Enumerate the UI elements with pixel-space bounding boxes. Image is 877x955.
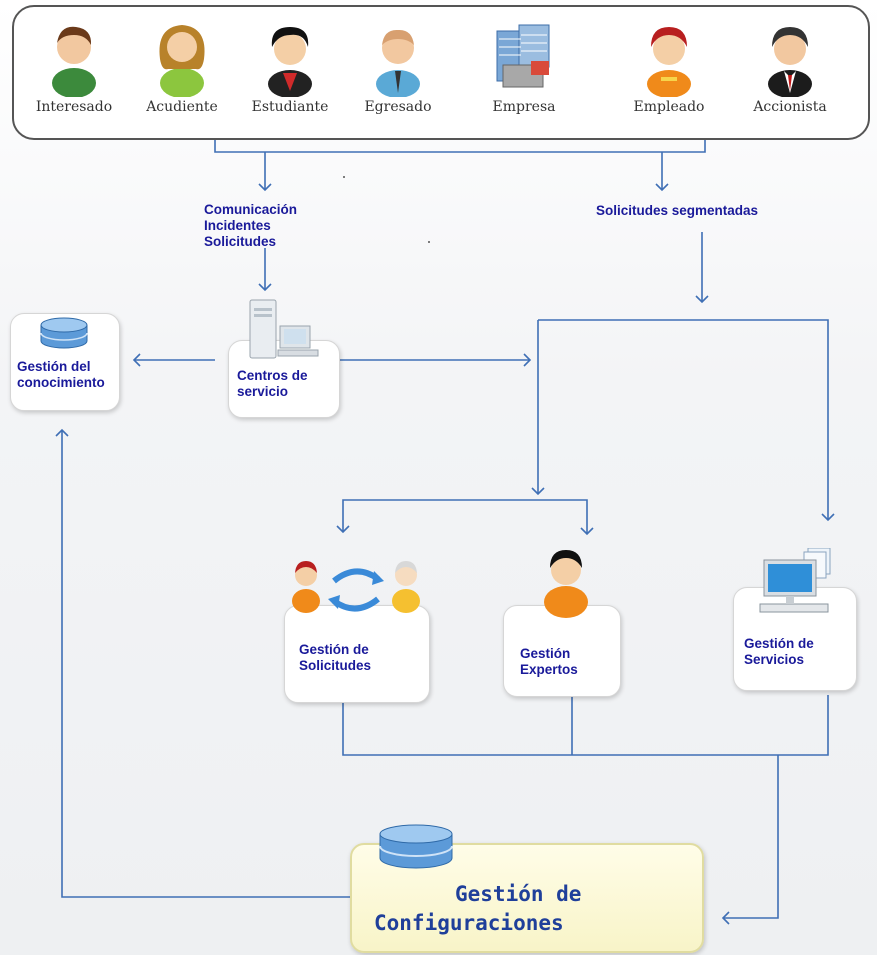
person-employee-icon bbox=[647, 27, 691, 97]
actor-label: Acudiente bbox=[146, 99, 218, 115]
config-title-line1: Gestión de bbox=[455, 882, 582, 906]
actor-bar: Interesado Acudiente Estudiante Egresado bbox=[12, 5, 870, 140]
node-label-line: Gestión bbox=[520, 646, 571, 661]
database-icon bbox=[379, 824, 453, 869]
expert-person-icon bbox=[544, 550, 588, 618]
node-label-line: conocimiento bbox=[17, 375, 105, 390]
node-configuration-management[interactable]: Gestión de Configuraciones bbox=[350, 843, 704, 953]
node-label-line: Servicios bbox=[744, 652, 805, 667]
actor-label: Empleado bbox=[633, 99, 705, 115]
actor-label: Interesado bbox=[35, 99, 113, 115]
person-woman-icon bbox=[159, 25, 205, 97]
actor-interesado[interactable]: Interesado bbox=[24, 21, 124, 115]
node-request-management[interactable]: Gestión de Solicitudes bbox=[284, 605, 430, 703]
node-label-line: Gestión de bbox=[744, 636, 814, 651]
buildings-icon bbox=[496, 24, 550, 88]
actor-empresa[interactable]: Empresa bbox=[474, 21, 574, 115]
actor-egresado[interactable]: Egresado bbox=[348, 21, 448, 115]
node-label-line: Expertos bbox=[520, 662, 578, 677]
flow-label-line: Incidentes bbox=[204, 218, 271, 233]
node-knowledge-management[interactable]: Gestión del conocimiento bbox=[10, 313, 120, 411]
node-service-centers[interactable]: Centros de servicio bbox=[228, 340, 340, 418]
person-student-icon bbox=[268, 27, 312, 97]
node-label-line: Centros de bbox=[237, 368, 308, 383]
node-label-line: servicio bbox=[237, 384, 289, 399]
flow-label-line: Comunicación bbox=[204, 202, 298, 217]
actor-acudiente[interactable]: Acudiente bbox=[132, 21, 232, 115]
config-title-line2: Configuraciones bbox=[374, 911, 564, 935]
people-exchange-icon bbox=[292, 561, 420, 613]
actor-label: Egresado bbox=[364, 99, 432, 115]
node-label-line: Gestión del bbox=[17, 359, 91, 374]
database-icon bbox=[40, 317, 88, 349]
server-computer-icon bbox=[249, 299, 319, 359]
flow-label-left: Comunicación Incidentes Solicitudes bbox=[204, 202, 297, 250]
actor-estudiante[interactable]: Estudiante bbox=[240, 21, 340, 115]
person-graduate-icon bbox=[376, 29, 420, 97]
actor-label: Estudiante bbox=[251, 99, 329, 115]
node-experts-management[interactable]: Gestión Expertos bbox=[503, 605, 621, 697]
actor-label: Empresa bbox=[492, 99, 556, 115]
node-label-line: Solicitudes bbox=[299, 658, 372, 673]
actor-label: Accionista bbox=[753, 99, 827, 115]
person-green-icon bbox=[52, 26, 96, 97]
flow-label-right: Solicitudes segmentadas bbox=[596, 203, 759, 218]
actor-accionista[interactable]: Accionista bbox=[740, 21, 840, 115]
person-shareholder-icon bbox=[768, 27, 812, 97]
computer-monitor-icon bbox=[759, 548, 831, 613]
flow-label-line: Solicitudes bbox=[204, 234, 277, 249]
actor-empleado[interactable]: Empleado bbox=[619, 21, 719, 115]
node-label-line: Gestión de bbox=[299, 642, 369, 657]
